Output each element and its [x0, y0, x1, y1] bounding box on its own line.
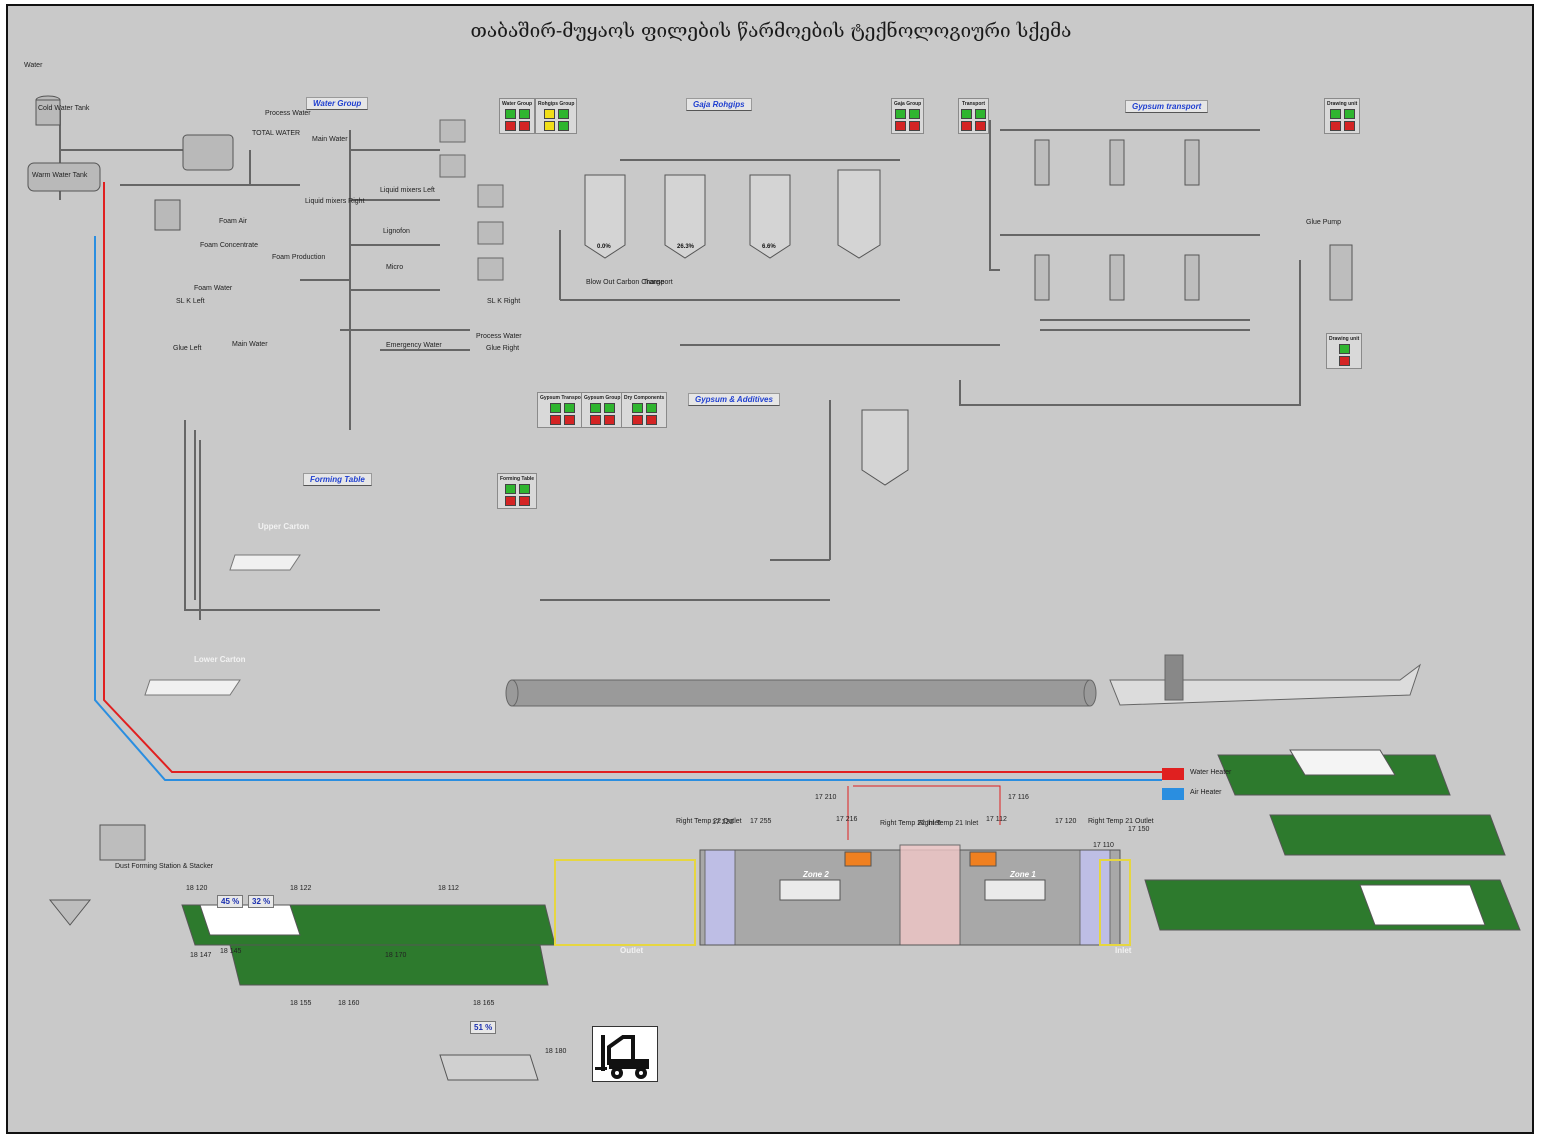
percent-indicator-b: 32 %	[248, 895, 274, 908]
tank-icon	[28, 96, 233, 230]
gaja-group-panel[interactable]: Gaja Group	[891, 98, 924, 134]
tag-17120: 17 120	[1055, 818, 1076, 825]
gypsum-additives-label[interactable]: Gypsum & Additives	[688, 393, 780, 406]
main-water-label: Main Water	[312, 136, 348, 143]
upper-carton-label: Upper Carton	[258, 522, 309, 531]
dry-components-panel[interactable]: Dry Components	[621, 392, 667, 428]
start-button[interactable]	[544, 109, 555, 119]
stacker-right	[1110, 655, 1420, 705]
gypsum-group-panel[interactable]: Gypsum Group	[581, 392, 623, 428]
heaters	[1162, 768, 1184, 800]
glue-left-label: Glue Left	[173, 345, 201, 352]
total-water-label: TOTAL WATER	[252, 130, 300, 137]
tag-18155: 18 155	[290, 1000, 311, 1007]
zone-1-label: Zone 1	[1010, 870, 1036, 879]
glue-right-label: Glue Right	[486, 345, 519, 352]
liquid-mixers-left-label: Liquid mixers Left	[380, 187, 435, 194]
water-group-label[interactable]: Water Group	[306, 97, 368, 110]
right-temp-21-inlet-label: Right Temp 21 Inlet	[918, 820, 978, 827]
sl-left-label: SL K Left	[176, 298, 205, 305]
conveyor-long	[506, 680, 1096, 706]
tag-18147: 18 147	[190, 952, 211, 959]
start-button[interactable]	[505, 109, 516, 119]
cold-water-tank-label: Cold Water Tank	[38, 105, 89, 112]
process-water-2-label: Process Water	[476, 333, 522, 340]
alarm-button[interactable]	[558, 121, 569, 131]
lower-carton-label: Lower Carton	[194, 655, 246, 664]
process-water-label: Process Water	[265, 110, 311, 117]
foam-concentrate-label: Foam Concentrate	[200, 242, 258, 249]
sl-right-label: SL K Right	[487, 298, 520, 305]
dust-forming-station	[50, 825, 145, 925]
alarm-button[interactable]	[519, 121, 530, 131]
glue-pump-label: Glue Pump	[1306, 219, 1341, 226]
reset-button[interactable]	[558, 109, 569, 119]
right-temp-21-outlet-label: Right Temp 21 Outlet	[1088, 818, 1154, 825]
tag-17150: 17 150	[1128, 826, 1149, 833]
tag-17210: 17 210	[815, 794, 836, 801]
gypsum-transport-panel[interactable]: Gypsum Transport	[537, 392, 587, 428]
dust-forming-label: Dust Forming Station & Stacker	[115, 863, 213, 870]
water-group-panel[interactable]: Water Group	[499, 98, 535, 134]
tag-17116: 17 116	[1008, 794, 1029, 801]
tag-18170: 18 170	[385, 952, 406, 959]
svg-text:6.6%: 6.6%	[762, 244, 776, 250]
drawing-unit-panel[interactable]: Drawing unit	[1324, 98, 1360, 134]
transport-label: Transport	[643, 279, 673, 286]
tag-17112: 17 112	[986, 816, 1007, 823]
mixer-group	[440, 120, 503, 280]
main-water-2-label: Main Water	[232, 341, 268, 348]
foam-air-label: Foam Air	[219, 218, 247, 225]
tag-17220: 17 220	[712, 819, 733, 826]
transport-panel[interactable]: Transport	[958, 98, 989, 134]
silo-icon	[585, 170, 908, 485]
zone-2-label: Zone 2	[803, 870, 829, 879]
forklift-icon[interactable]	[592, 1026, 658, 1082]
water-heater-label: Water Heater	[1190, 769, 1231, 776]
tag-18120: 18 120	[186, 885, 207, 892]
liquid-mixers-right-label: Liquid mixers Right	[305, 198, 365, 205]
tag-17110: 17 110	[1093, 842, 1114, 849]
carton-unwinders	[145, 555, 300, 695]
gypsum-transport-label[interactable]: Gypsum transport	[1125, 100, 1208, 113]
tag-17216: 17 216	[836, 816, 857, 823]
gypsum-transport-units	[1035, 140, 1352, 300]
dryer	[555, 786, 1130, 945]
inlet-label: Inlet	[1115, 946, 1131, 955]
reset-button[interactable]	[519, 109, 530, 119]
percent-indicator-c: 51 %	[470, 1021, 496, 1034]
drawing-unit-2-panel[interactable]: Drawing unit	[1326, 333, 1362, 369]
tag-18112: 18 112	[438, 885, 459, 892]
micro-label: Micro	[386, 264, 403, 271]
tag-18122: 18 122	[290, 885, 311, 892]
air-heater-label: Air Heater	[1190, 789, 1222, 796]
emergency-water-label: Emergency Water	[386, 342, 442, 349]
outlet-label: Outlet	[620, 946, 643, 955]
ligno-label: Lignofon	[383, 228, 410, 235]
percent-indicator-a: 45 %	[217, 895, 243, 908]
foam-water-label: Foam Water	[194, 285, 232, 292]
gaja-rohgips-label[interactable]: Gaja Rohgips	[686, 98, 752, 111]
svg-text:26.3%: 26.3%	[677, 244, 695, 250]
svg-text:0.0%: 0.0%	[597, 244, 611, 250]
stop-button[interactable]	[505, 121, 516, 131]
tag-18145: 18 145	[220, 948, 241, 955]
tag-18160: 18 160	[338, 1000, 359, 1007]
tag-18180: 18 180	[545, 1048, 566, 1055]
rohgips-group-panel[interactable]: Rohgips Group	[535, 98, 577, 134]
stop-button[interactable]	[544, 121, 555, 131]
forming-table-label[interactable]: Forming Table	[303, 473, 372, 486]
tag-18165: 18 165	[473, 1000, 494, 1007]
foam-production-label: Foam Production	[272, 254, 325, 261]
water-inlet-label: Water	[24, 62, 42, 69]
forming-table-panel[interactable]: Forming Table	[497, 473, 537, 509]
tag-17255: 17 255	[750, 818, 771, 825]
warm-water-tank-label: Warm Water Tank	[32, 172, 87, 179]
